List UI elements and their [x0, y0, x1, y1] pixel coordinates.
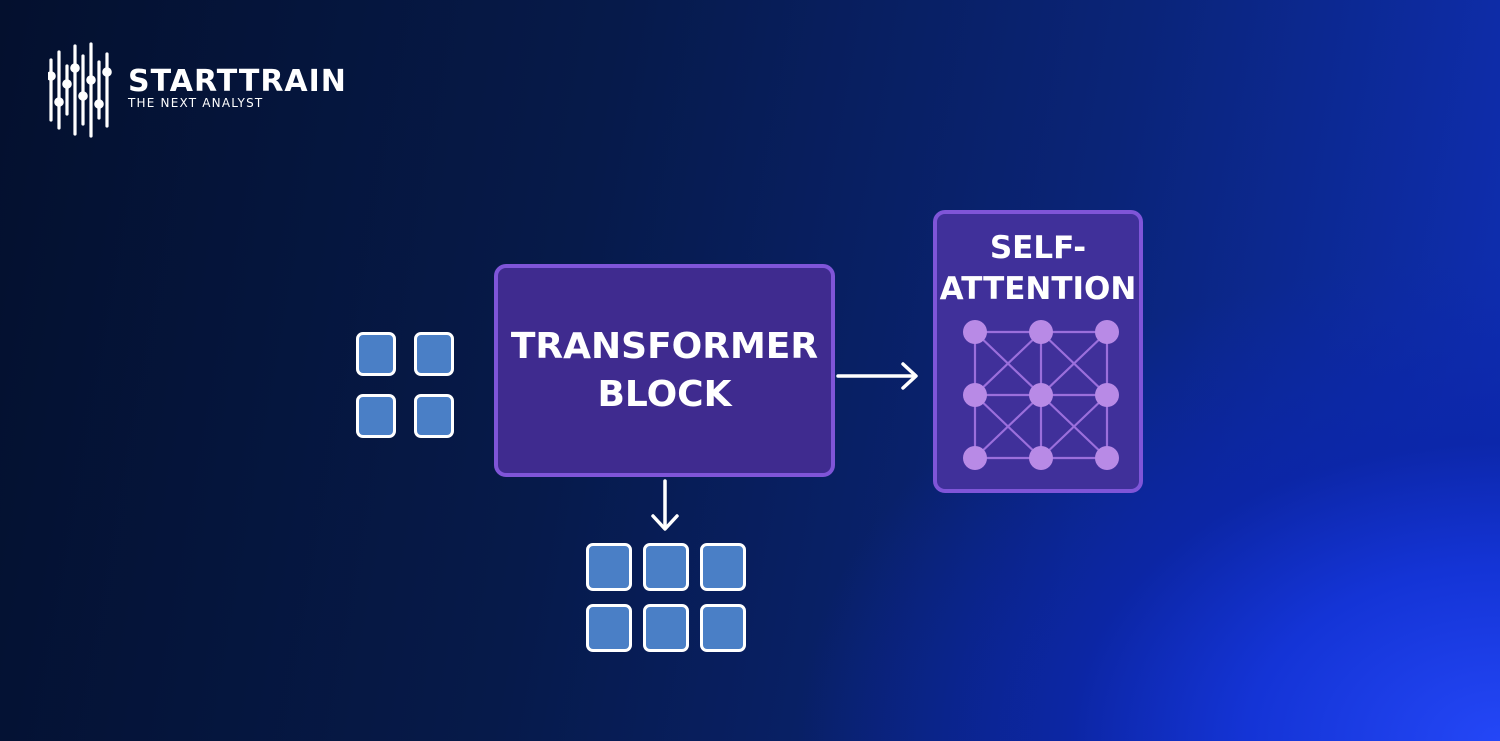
output-token [643, 543, 689, 591]
output-token [700, 604, 746, 652]
down-arrow-icon [651, 479, 679, 531]
attention-node [1029, 383, 1053, 407]
transformer-block-label: TRANSFORMER BLOCK [505, 323, 825, 419]
attention-node [963, 320, 987, 344]
attention-node [1095, 383, 1119, 407]
input-token [356, 394, 396, 438]
self-attention-panel: SELF- ATTENTION [933, 210, 1143, 493]
self-attention-label-line1: SELF- [989, 230, 1087, 266]
self-attention-label: SELF- ATTENTION [937, 228, 1139, 310]
output-token [586, 604, 632, 652]
transformer-label-line2: BLOCK [597, 373, 732, 415]
transformer-block: TRANSFORMER BLOCK [494, 264, 835, 477]
attention-node [963, 383, 987, 407]
starttrain-logo: STARTTRAIN THE NEXT ANALYST [48, 42, 378, 138]
input-token [414, 332, 454, 376]
transformer-label-line1: TRANSFORMER [510, 325, 819, 367]
attention-node [1029, 320, 1053, 344]
attention-graph [963, 320, 1119, 470]
self-attention-label-line2: ATTENTION [939, 271, 1137, 307]
output-token [586, 543, 632, 591]
attention-node [1095, 446, 1119, 470]
attention-node [963, 446, 987, 470]
waveform-logo-icon [48, 42, 112, 138]
brand-name: STARTTRAIN [128, 64, 347, 99]
attention-node [1095, 320, 1119, 344]
attention-node [1029, 446, 1053, 470]
output-token [700, 543, 746, 591]
input-token [414, 394, 454, 438]
right-arrow-icon [836, 362, 918, 390]
brand-tagline: THE NEXT ANALYST [128, 96, 264, 110]
output-token [643, 604, 689, 652]
input-token [356, 332, 396, 376]
